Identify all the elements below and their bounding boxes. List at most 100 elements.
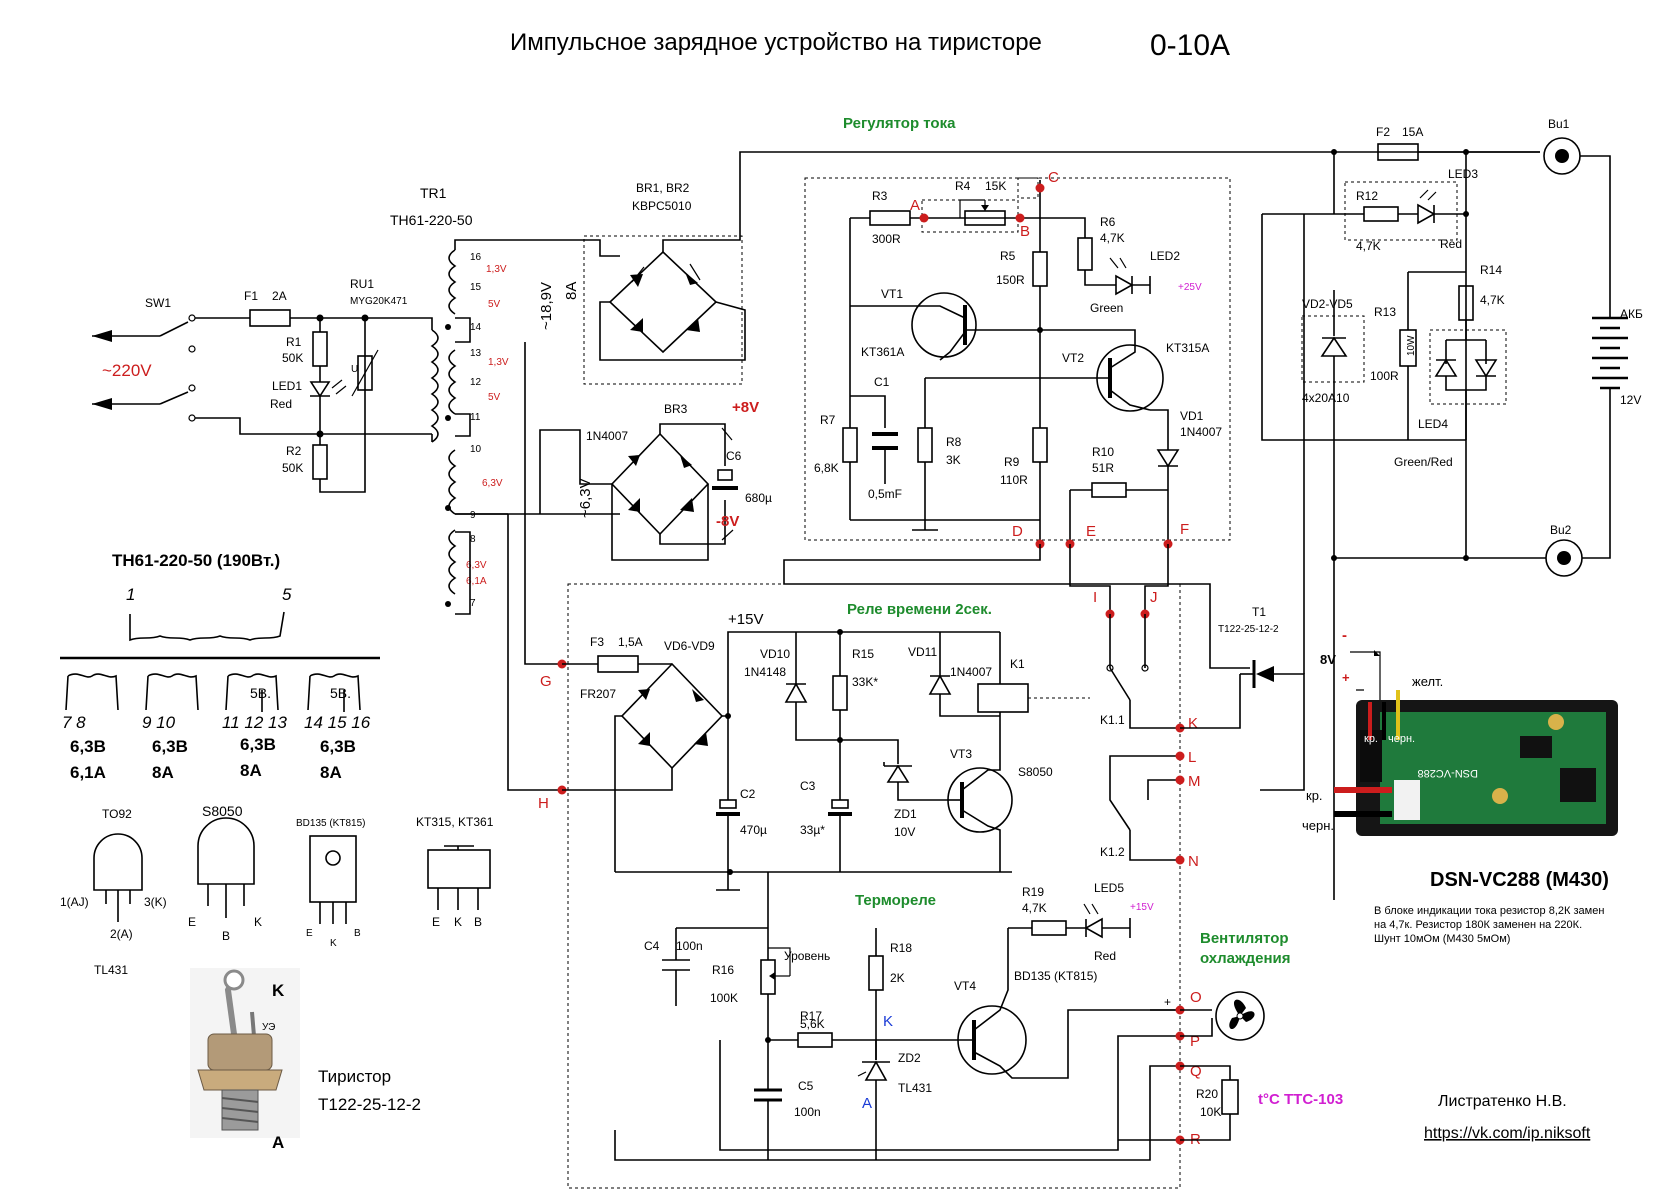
- vt1-part: KT361A: [861, 345, 904, 359]
- battery-akb: АКБ 12V: [1582, 307, 1643, 559]
- c5-value: 100n: [794, 1105, 821, 1119]
- sw1-label: SW1: [145, 296, 171, 310]
- winding4-voltage: 6,3В: [320, 737, 356, 756]
- meter-pcb-text: DSN-VC288: [1417, 767, 1478, 779]
- f1-fuse: [249, 309, 291, 327]
- node-k: K: [1188, 715, 1198, 732]
- meter-dsn-vc288: - + 8V желт. DSN-VC288 кр. черн. кр. чер…: [1302, 627, 1618, 945]
- r18-value: 2K: [890, 971, 905, 985]
- meter-minus: -: [1342, 627, 1347, 644]
- zd2-a: A: [862, 1095, 872, 1112]
- author: Листратенко Н.В.: [1438, 1093, 1567, 1110]
- transformer-tr1: TR1 ТН61-220-50 16 15 14 13 12 11 10 9 8…: [390, 185, 620, 615]
- thermo-relay: C4 100n R16 100K Уровень R17 5,6K C5 100…: [614, 872, 1343, 1161]
- led5-ref: LED5: [1094, 881, 1124, 895]
- c4-value: 100n: [676, 939, 703, 953]
- r6-value: 4,7K: [1100, 231, 1125, 245]
- c4-ref: C4: [644, 939, 660, 953]
- winding2-current: 8А: [152, 763, 174, 782]
- c5-ref: C5: [798, 1079, 814, 1093]
- r12-ref: R12: [1356, 189, 1378, 203]
- winding3-pins: 11 12 13: [222, 713, 287, 732]
- to92-pin3: 3(K): [144, 895, 167, 909]
- winding3-current: 8А: [240, 761, 262, 780]
- tr1-pin-14: 14: [470, 322, 482, 333]
- r3-value: 300R: [872, 232, 901, 246]
- r5-ref: R5: [1000, 249, 1016, 263]
- node-j: J: [1150, 589, 1158, 606]
- c1-ref: C1: [874, 375, 890, 389]
- meter-plus: +: [1342, 670, 1350, 685]
- tr1-out-high: ~18,9V: [538, 282, 555, 330]
- vd69-part: FR207: [580, 687, 616, 701]
- thyristor-caption2: T122-25-12-2: [318, 1095, 421, 1114]
- winding1-pins: 7 8: [62, 713, 86, 732]
- author-url[interactable]: https://vk.com/ip.niksoft: [1424, 1125, 1591, 1142]
- vd11-part: 1N4007: [950, 665, 992, 679]
- led1-color: Red: [270, 397, 292, 411]
- tr1-pin-15: 15: [470, 282, 482, 293]
- led3-color: Red: [1440, 237, 1462, 251]
- node-e: E: [1086, 523, 1096, 540]
- package-kt315: KT315, KT361 E K B: [416, 815, 494, 929]
- led2-color: Green: [1090, 301, 1123, 315]
- node-h: H: [538, 795, 549, 812]
- node-a: A: [910, 197, 920, 214]
- r9-value: 110R: [1000, 473, 1028, 487]
- primary-pin-1: 1: [126, 585, 135, 604]
- r16-label: Уровень: [784, 949, 830, 963]
- bd135-pin-b: B: [354, 928, 361, 939]
- node-q: Q: [1190, 1063, 1202, 1080]
- primary-pin-5: 5: [282, 585, 292, 604]
- k11-label: K1.1: [1100, 713, 1125, 727]
- led3-ref: LED3: [1448, 167, 1478, 181]
- node-p: P: [1190, 1033, 1200, 1050]
- f1-label: F1: [244, 289, 258, 303]
- bridge-br1-br2: BR1, BR2 KBPC5010: [583, 151, 1540, 385]
- c2-value: 470µ: [740, 823, 767, 837]
- winding1-current: 6,1А: [70, 763, 106, 782]
- title-range: 0-10А: [1150, 29, 1230, 62]
- tap-10: 6,3V: [482, 478, 503, 489]
- f2-rating: 15A: [1402, 125, 1423, 139]
- tr1-pin-8: 8: [470, 534, 476, 545]
- package-to92: TO92 1(AJ) 2(A) 3(K) TL431: [60, 807, 167, 977]
- meter-wire-black2: черн.: [1302, 818, 1334, 833]
- ru1-varistor: U RU1 MYG20K471: [350, 277, 408, 397]
- mains-voltage: ~220V: [102, 361, 152, 380]
- r15-value: 33K*: [852, 675, 878, 689]
- zd2-k: K: [883, 1013, 893, 1030]
- winding2-pins: 9 10: [142, 713, 176, 732]
- r13-ref: R13: [1374, 305, 1396, 319]
- zd2-ref: ZD2: [898, 1051, 921, 1065]
- ru1-part: MYG20K471: [350, 296, 408, 307]
- node-o: O: [1190, 989, 1202, 1006]
- led2-supply: +25V: [1178, 282, 1202, 293]
- meter-wire-red: кр.: [1364, 733, 1378, 745]
- thyristor-t1: T1 T122-25-12-2: [1218, 605, 1305, 791]
- vt3-ref: VT3: [950, 747, 972, 761]
- fan-icon: [1215, 991, 1265, 1041]
- tr1-pin-16: 16: [470, 252, 482, 263]
- meter-wire-red2: кр.: [1306, 788, 1323, 803]
- winding1-voltage: 6,3В: [70, 737, 106, 756]
- tap-15: 5V: [488, 299, 501, 310]
- r7-ref: R7: [820, 413, 836, 427]
- r5-value: 150R: [996, 273, 1025, 287]
- thyristor-k: K: [272, 981, 285, 1000]
- c6-ref: C6: [726, 449, 742, 463]
- kt315-pin-e: E: [432, 915, 440, 929]
- r12-value: 4,7K: [1356, 239, 1381, 253]
- led2-ref: LED2: [1150, 249, 1180, 263]
- r17-ref: R17: [800, 1009, 822, 1023]
- meter-wire-black: черн.: [1388, 733, 1415, 745]
- r10-ref: R10: [1092, 445, 1114, 459]
- c3-value: 33µ*: [800, 823, 825, 837]
- r4-ref: R4: [955, 179, 971, 193]
- node-i: I: [1093, 589, 1097, 606]
- node-d: D: [1012, 523, 1023, 540]
- bd135-pin-e: E: [306, 928, 313, 939]
- current-regulator-label: Регулятор тока: [843, 115, 956, 132]
- time-relay: G H F3 1,5A VD6-VD9 FR207 +15V C2 470µ V…: [538, 583, 1181, 1189]
- c1-value: 0,5mF: [868, 487, 902, 501]
